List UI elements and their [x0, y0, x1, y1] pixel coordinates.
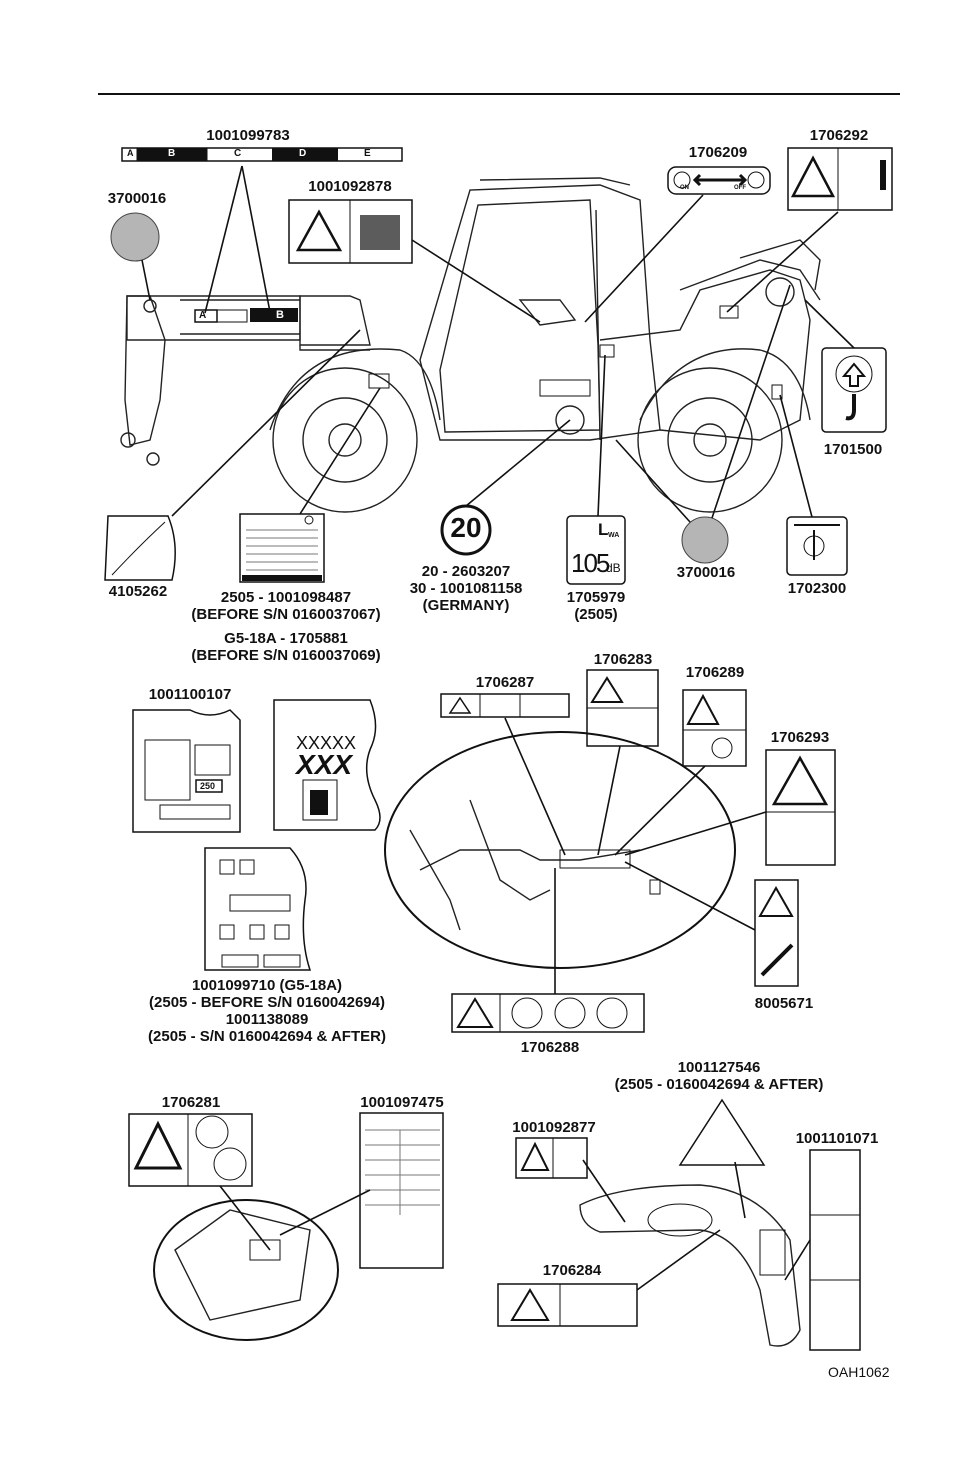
part-number-g5-plate: G5-18A - 1705881 (BEFORE S/N 0160037069) — [191, 630, 380, 664]
part-number-8005671: 8005671 — [754, 995, 814, 1012]
part-number-1705979-line1: 1705979 — [566, 589, 626, 606]
part-number-1001127546-line1: 1001127546 — [677, 1059, 761, 1076]
fuse-box-view — [153, 1199, 339, 1341]
load-250-text: 250 — [200, 781, 216, 791]
part-number-1001097475: 1001097475 — [360, 1094, 444, 1111]
leader-lines-top — [141, 165, 855, 523]
part-number-3700016-top: 3700016 — [107, 190, 167, 207]
part-number-1001099710-line1: 1001099710 (G5-18A) — [191, 977, 343, 994]
warning-triangle-decal — [678, 1098, 766, 1166]
boom-scale-letter-d: D — [299, 148, 307, 159]
noise-l-text: L — [598, 520, 609, 539]
part-number-2505-line2: (BEFORE S/N 0160037067) — [191, 606, 381, 623]
part-number-2505-plate: 2505 - 1001098487 (BEFORE S/N 0160037067… — [191, 589, 380, 623]
part-number-1706289: 1706289 — [685, 664, 745, 681]
part-number-1001138089-line1: 1001138089 — [225, 1011, 309, 1028]
boom-extension-scale-decal — [121, 147, 403, 162]
part-number-2505-line1: 2505 - 1001098487 — [220, 589, 352, 606]
part-number-1706281: 1706281 — [161, 1094, 221, 1111]
seat-position-decal — [497, 1283, 638, 1327]
pinch-point-decal — [754, 879, 799, 987]
boom-marker-b: B — [276, 309, 284, 321]
part-number-g5-line2: (BEFORE S/N 0160037069) — [191, 647, 381, 664]
entanglement-hazard-decal — [787, 147, 893, 211]
part-number-20-line2: 30 - 1001081158 — [409, 580, 523, 597]
part-number-3700016-bottom: 3700016 — [676, 564, 736, 581]
do-not-decal — [451, 993, 645, 1033]
boom-scale-letter-e: E — [364, 148, 371, 159]
part-number-1001138089-line2: (2505 - S/N 0160042694 & AFTER) — [148, 1028, 386, 1045]
speed-limit-number: 20 — [450, 512, 482, 543]
part-number-4105262: 4105262 — [108, 583, 168, 600]
cab-interior-view — [384, 731, 736, 969]
boom-marker-a: A — [199, 310, 207, 321]
no-smoking-decal — [128, 1113, 253, 1187]
operator-manual-decal — [273, 699, 381, 831]
lifting-point-decal — [821, 347, 887, 433]
switch-panel-decal — [204, 847, 312, 971]
reflector-circle — [110, 212, 160, 262]
parking-brake-decal — [667, 166, 771, 195]
part-number-g5-line1: G5-18A - 1705881 — [224, 630, 348, 647]
part-number-triangle-decal: 1001127546 (2505 - 0160042694 & AFTER) — [615, 1059, 824, 1093]
part-number-1706287: 1706287 — [475, 674, 535, 691]
tie-down-decal — [786, 516, 848, 576]
part-number-20-line3: (GERMANY) — [422, 597, 510, 614]
leader-lines-middle — [504, 717, 767, 994]
leader-lines-bottom — [219, 1159, 811, 1291]
cab-card-xxxxx: XXXXX — [296, 733, 357, 753]
part-number-1706283: 1706283 — [593, 651, 653, 668]
parking-on-text: ON — [680, 185, 689, 191]
part-number-speed-decal: 20 - 2603207 30 - 1001081158 (GERMANY) — [410, 563, 523, 614]
controls-layout-decal — [132, 709, 241, 833]
boom-scale-letter-c: C — [234, 148, 242, 159]
joystick-console-view — [579, 1184, 801, 1347]
part-number-20-line1: 20 - 2603207 — [421, 563, 511, 580]
part-number-1001101071: 1001101071 — [795, 1130, 879, 1147]
boom-scale-letter-a: A — [127, 148, 134, 158]
part-number-1001099710-line2: (2505 - BEFORE S/N 0160042694) — [149, 994, 385, 1011]
fuse-chart-decal — [359, 1112, 444, 1269]
part-number-noise-decal: 1705979 (2505) — [567, 589, 625, 623]
crush-hazard-decal — [288, 199, 413, 264]
joystick-functions-decal — [809, 1149, 861, 1351]
boom-angle-indicator-decal — [104, 515, 176, 581]
parking-off-text: OFF — [734, 185, 746, 191]
part-number-1001092878: 1001092878 — [308, 178, 392, 195]
part-number-1001127546-line2: (2505 - 0160042694 & AFTER) — [614, 1076, 824, 1093]
part-number-1705979-line2: (2505) — [574, 606, 618, 623]
part-number-switch-panel: 1001099710 (G5-18A) (2505 - BEFORE S/N 0… — [148, 977, 386, 1045]
capacity-plate-decal — [239, 513, 325, 583]
parking-brake-warning-decal — [682, 689, 747, 767]
part-number-1706209: 1706209 — [688, 144, 748, 161]
part-number-1706288: 1706288 — [520, 1039, 580, 1056]
tip-over-hazard-decal — [586, 669, 659, 747]
joystick-warning-decal — [515, 1137, 588, 1179]
part-number-1706293: 1706293 — [770, 729, 830, 746]
part-number-1701500: 1701500 — [823, 441, 883, 458]
part-number-1702300: 1702300 — [787, 580, 847, 597]
telehandler-outline — [120, 177, 821, 513]
electrocution-crush-decal — [765, 749, 836, 866]
part-number-1706284: 1706284 — [542, 1262, 602, 1279]
part-number-1001100107: 1001100107 — [148, 686, 232, 703]
noise-unit-text: dB — [606, 561, 621, 575]
noise-wa-text: WA — [608, 532, 620, 539]
part-number-1001092877: 1001092877 — [512, 1119, 596, 1136]
cab-card-xxx: XXX — [296, 749, 353, 780]
read-manual-decal — [440, 693, 570, 718]
noise-level-decal — [566, 515, 626, 585]
part-number-1706292: 1706292 — [809, 127, 869, 144]
part-number-1001099783: 1001099783 — [206, 127, 290, 144]
figure-id: OAH1062 — [828, 1364, 890, 1380]
boom-scale-letter-b: B — [168, 148, 176, 159]
noise-value-text: 105 — [571, 548, 610, 578]
reflector-circle-lower — [681, 516, 729, 564]
